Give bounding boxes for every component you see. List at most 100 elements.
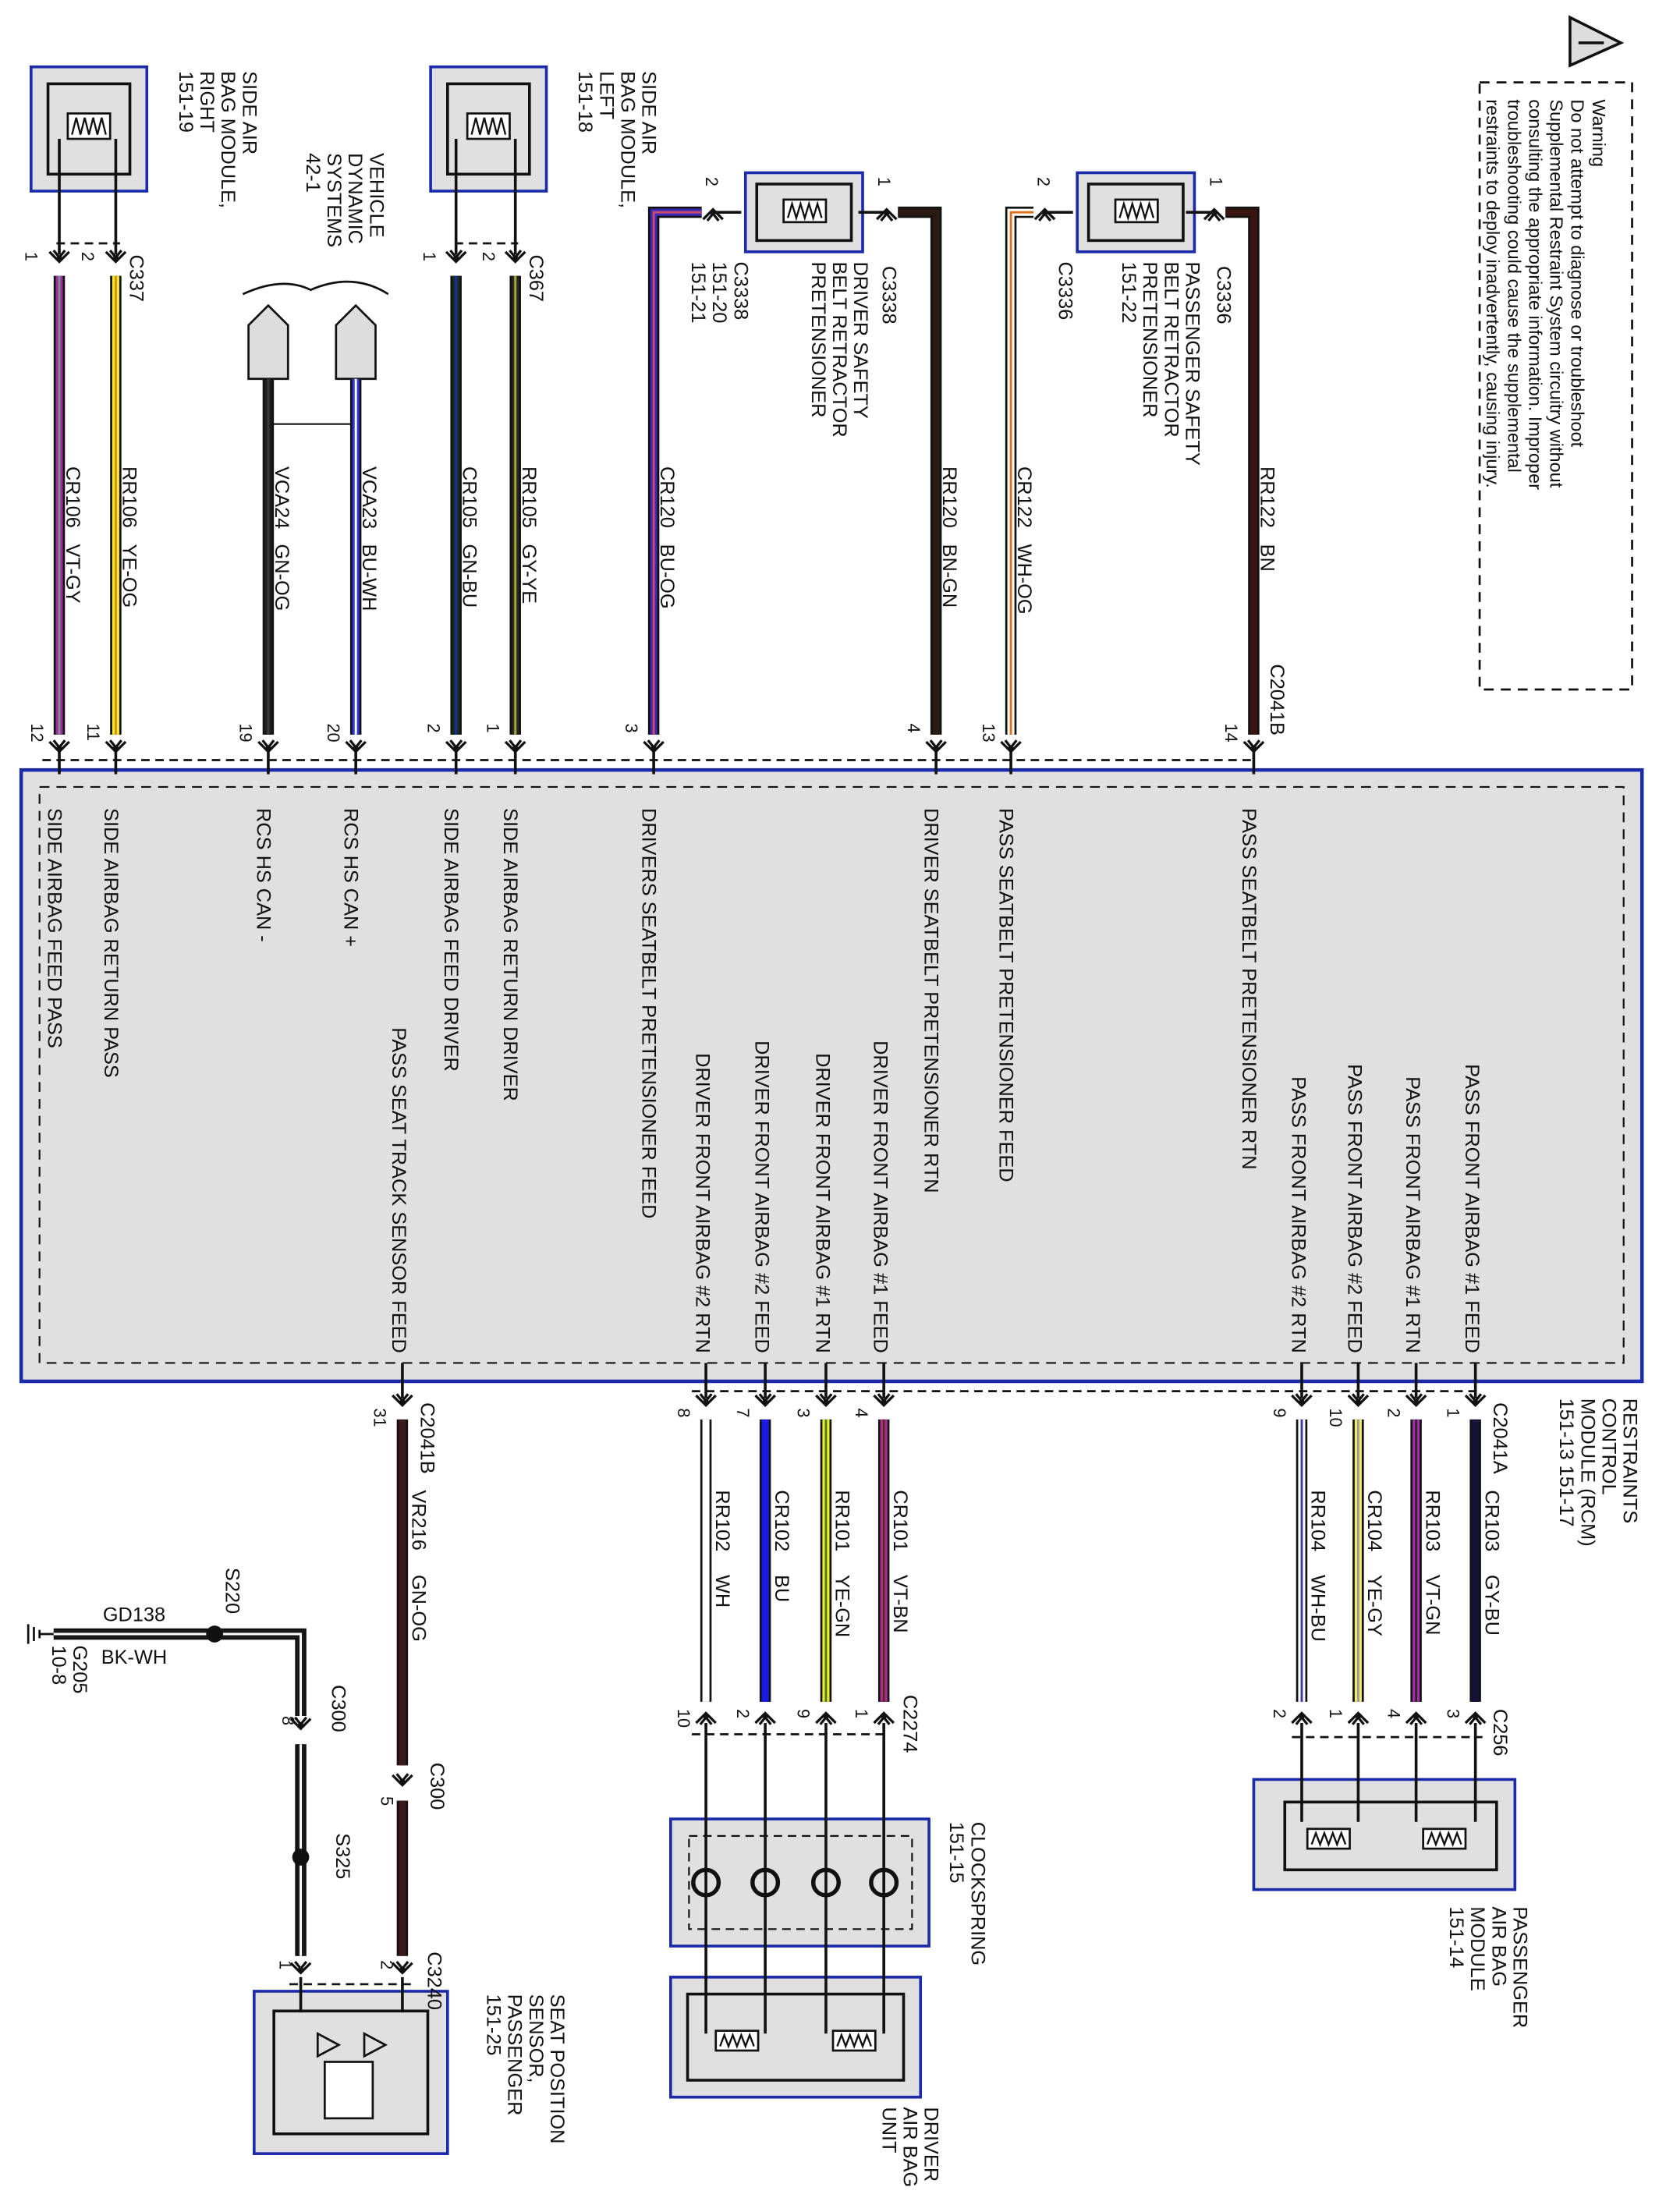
pin-number: 13 xyxy=(979,723,998,742)
driver-airbag-label: DRIVER xyxy=(920,2107,942,2182)
rcm-pin-label: PASS FRONT AIRBAG #1 RTN xyxy=(1402,1076,1423,1353)
wire-RR120-fill xyxy=(898,208,940,735)
pin-number: 1 xyxy=(484,723,503,732)
ground-label: G205 xyxy=(69,1645,90,1693)
wire-color-label: BU xyxy=(771,1575,792,1602)
warning-text: restraints to deploy inadvertently, caus… xyxy=(1483,99,1503,487)
rcm-label: RESTRAINTS xyxy=(1619,1398,1641,1523)
seat-sensor-label: 151-25 xyxy=(483,1994,505,2056)
terminal-icon-dot xyxy=(1298,1713,1305,1719)
pin-number: 4 xyxy=(852,1408,871,1417)
wire-circuit-label: CR120 xyxy=(656,466,678,528)
side-airbag-right-label: BAG MODULE, xyxy=(217,71,239,208)
pin-number: 2 xyxy=(1270,1709,1289,1718)
pin-number: 1 xyxy=(275,1960,295,1969)
rcm-pin-label: SIDE AIRBAG FEED PASS xyxy=(44,808,66,1048)
driver-squib-1-zigzag xyxy=(836,2032,872,2049)
wire-color-label: BU-WH xyxy=(358,544,380,611)
wire-color-label: VT-GN xyxy=(1421,1575,1443,1635)
terminal-icon-dot xyxy=(762,1399,769,1406)
wire-circuit-label: CR102 xyxy=(771,1490,792,1551)
rcm-bottom-left-connector: C2041B xyxy=(416,1402,438,1474)
wire-circuit-label: VCA24 xyxy=(271,466,292,529)
pin-number: 20 xyxy=(324,723,343,742)
terminal-icon-dot xyxy=(1298,1399,1305,1406)
pin-number: 8 xyxy=(278,1716,298,1725)
rcm-label: MODULE (RCM) xyxy=(1576,1398,1598,1547)
side-airbag-left-squib-zigzag xyxy=(470,117,507,135)
side-airbag-right-box xyxy=(30,65,149,193)
terminal-icon-dot xyxy=(1472,1713,1479,1719)
wire-RR120 xyxy=(898,206,942,735)
wire-circuit-label: RR103 xyxy=(1421,1490,1443,1551)
rcm-pin-label: DRIVER FRONT AIRBAG #1 RTN xyxy=(811,1053,833,1353)
terminal-icon-dot xyxy=(399,1779,406,1786)
terminal-icon-dot xyxy=(1211,209,1218,216)
clockspring-inner xyxy=(688,1834,913,1930)
driver-airbag-box xyxy=(669,1976,923,2099)
wire-color-label: BU-OG xyxy=(656,544,678,609)
rcm-pin-label: DRIVER FRONT AIRBAG #2 RTN xyxy=(691,1053,713,1353)
rcm-module-inner xyxy=(38,785,1625,1364)
wire-color-label: GN-OG xyxy=(408,1575,430,1642)
pass-pretensioner-connector-2: C3336 xyxy=(1212,266,1234,324)
pass-pretensioner-label: PRETENSIONER xyxy=(1139,262,1161,418)
driver-airbag-label: AIR BAG xyxy=(899,2107,921,2187)
wire-circuit-label: CR105 xyxy=(459,466,480,528)
pass-pretensioner-label: 151-22 xyxy=(1118,262,1140,324)
pass-pretensioner-label: PASSENGER SAFETY xyxy=(1182,262,1203,466)
warning-text: Do not attempt to diagnose or troublesho… xyxy=(1568,99,1588,447)
clockspring-box xyxy=(669,1817,930,1948)
warning-text: Warning xyxy=(1589,99,1609,167)
vds-connector-can-minus xyxy=(247,303,289,381)
pin-number: 2 xyxy=(702,177,721,186)
rcm-label: 151-13 151-17 xyxy=(1555,1398,1577,1527)
pin-number: 10 xyxy=(1326,1408,1345,1427)
pin-number: 4 xyxy=(904,723,923,732)
terminal-icon-dot xyxy=(399,1966,406,1973)
rcm-pin-label: DRIVERS SEATBELT PRETENSIONER FEED xyxy=(638,808,660,1218)
terminal-icon-dot xyxy=(1355,1713,1362,1719)
wire-circuit-label: VCA23 xyxy=(358,466,380,529)
terminal-icon-dot xyxy=(112,255,119,262)
passenger-airbag-label: PASSENGER xyxy=(1509,1906,1531,2028)
terminal-icon-dot xyxy=(297,1966,304,1973)
driver-pretensioner-refs: 151-20 xyxy=(708,262,730,324)
pin-number: 2 xyxy=(479,252,498,261)
driver-pretensioner-squib-zigzag xyxy=(786,200,823,222)
ground-label: 10-8 xyxy=(48,1645,69,1685)
seat-sensor-label: SENSOR, xyxy=(525,1994,547,2083)
terminal-icon-dot xyxy=(703,1399,710,1406)
rcm-pin-label: RCS HS CAN + xyxy=(340,808,362,947)
seat-sensor-box-inner xyxy=(272,2009,430,2136)
pin-number: 1 xyxy=(1206,177,1225,186)
c256-connector-label: C256 xyxy=(1489,1709,1511,1756)
wire-circuit-label: CR103 xyxy=(1480,1490,1502,1551)
pass-squib-2-zigzag xyxy=(1310,1830,1347,1848)
pass-pretensioner-label: BELT RETRACTOR xyxy=(1160,262,1182,438)
vds-break-icon xyxy=(242,280,389,296)
warning-text: consulting the appropriate information. … xyxy=(1525,99,1545,490)
rcm-pin-label: PASS FRONT AIRBAG #1 FEED xyxy=(1461,1064,1483,1353)
pass-pretensioner-box-inner xyxy=(1086,183,1185,243)
passenger-airbag-label: MODULE xyxy=(1466,1906,1488,1990)
pin-number: 10 xyxy=(674,1709,693,1728)
passenger-airbag-label: AIR BAG xyxy=(1487,1906,1509,1987)
side-airbag-right-label: RIGHT xyxy=(196,71,218,133)
wire-RR122-fill xyxy=(1225,208,1257,735)
pin-number: 9 xyxy=(794,1709,814,1718)
driver-pretensioner-label: DRIVER SAFETY xyxy=(849,262,871,419)
rcm-pin-label: SIDE AIRBAG RETURN DRIVER xyxy=(499,808,521,1101)
terminal-icon-dot xyxy=(512,255,519,262)
terminal-icon-dot xyxy=(297,1722,304,1729)
passenger-airbag-label: 151-14 xyxy=(1445,1906,1467,1968)
terminal-icon-dot xyxy=(1413,1713,1420,1719)
ground-icon xyxy=(27,1624,54,1644)
driver-pretensioner-label: BELT RETRACTOR xyxy=(828,262,850,438)
terminal-icon-dot xyxy=(881,1399,888,1406)
wires xyxy=(42,139,1487,2034)
clockspring-label: 151-15 xyxy=(945,1822,967,1884)
pin-number: 14 xyxy=(1221,723,1241,742)
seat-sensor-label: PASSENGER xyxy=(504,1994,526,2116)
